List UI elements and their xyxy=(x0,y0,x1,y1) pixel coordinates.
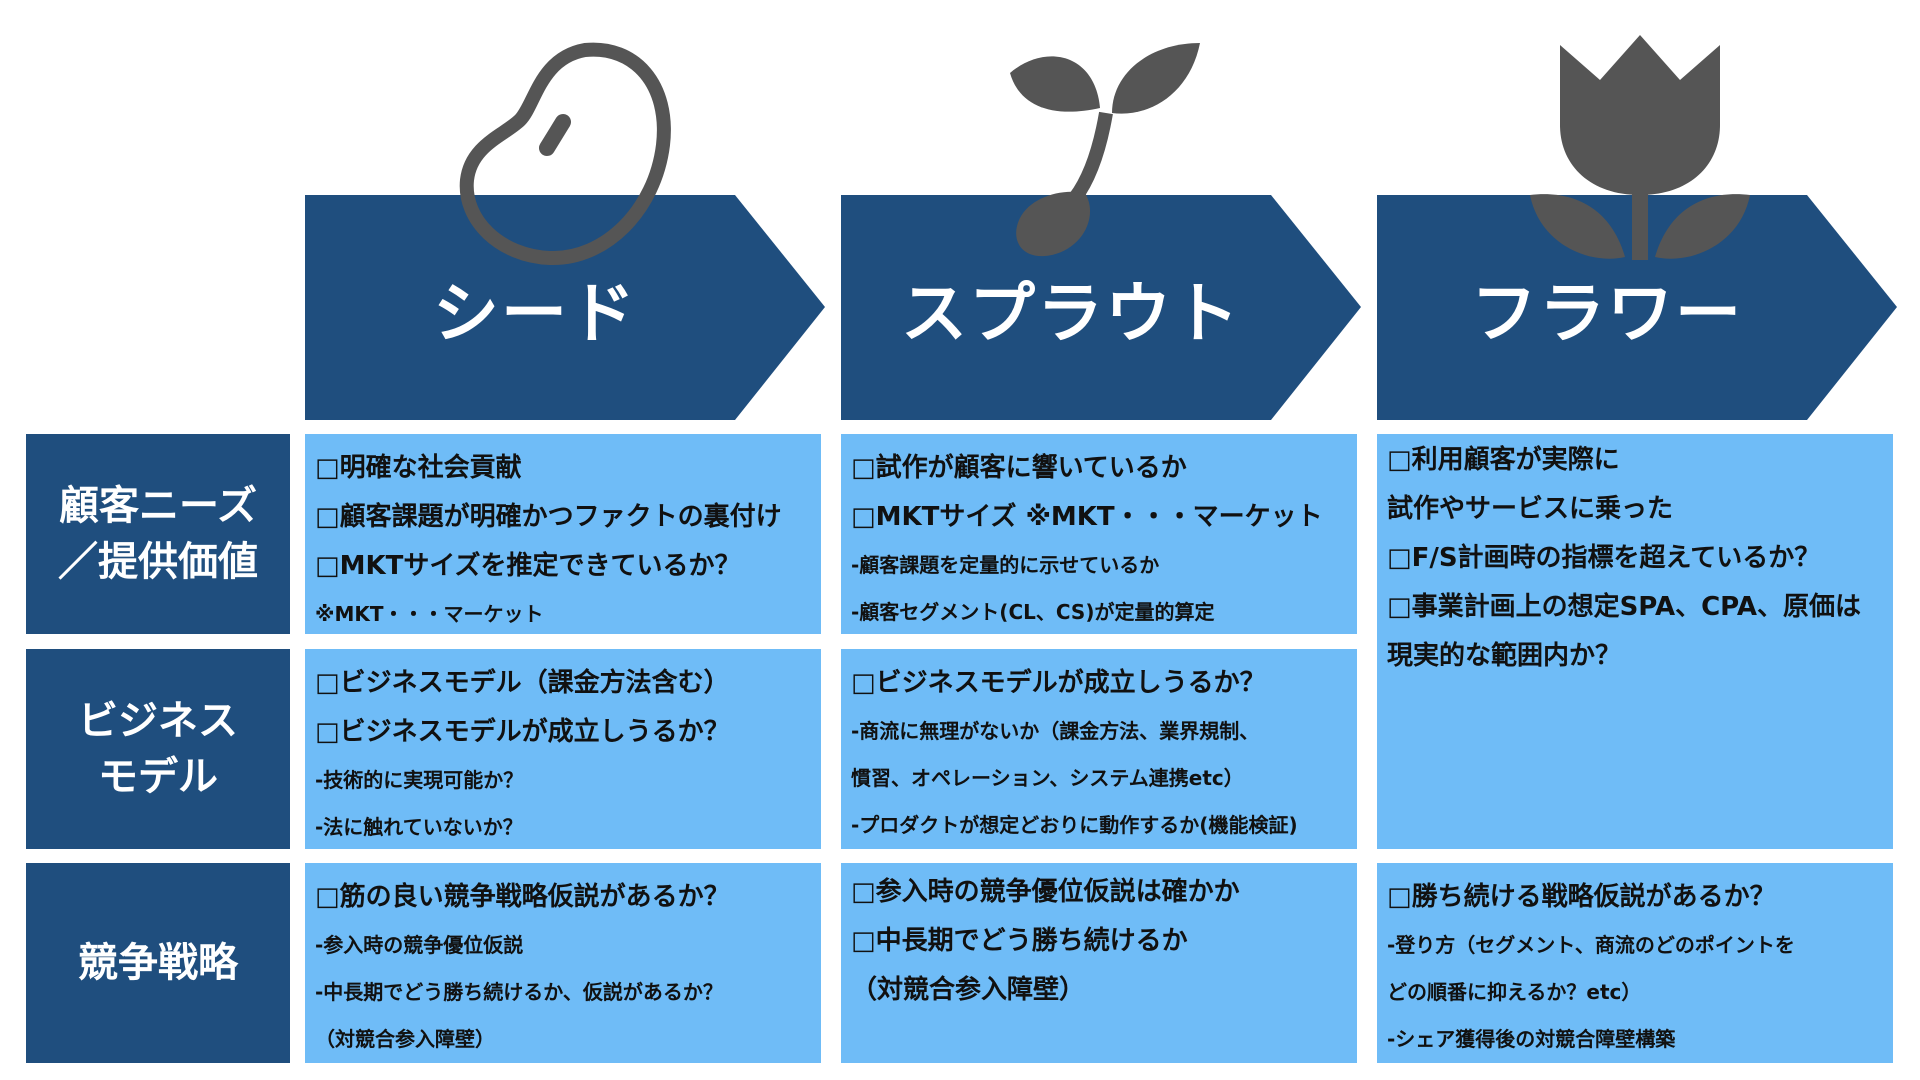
checklist-item: 試作やサービスに乗った xyxy=(1387,494,1674,524)
cell-seed-competition: □筋の良い競争戦略仮説があるか？ -参入時の競争優位仮説 -中長期でどう勝ち続け… xyxy=(305,863,821,1063)
checklist-item: □参入時の競争優位仮説は確かか xyxy=(851,877,1240,907)
checklist-item: □ビジネスモデル（課金方法含む） xyxy=(315,668,730,698)
cell-sprout-business: □ビジネスモデルが成立しうるか？ -商流に無理がないか（課金方法、業界規制、 慣… xyxy=(841,649,1357,849)
note-item: どの順番に抑えるか？etc） xyxy=(1387,980,1642,1004)
stage-title-seed: シード xyxy=(433,274,637,352)
row-header-business-model: ビジネス モデル xyxy=(26,649,290,849)
stage-title-sprout: スプラウト xyxy=(901,274,1241,352)
note-item: -登り方（セグメント、商流のどのポイントを xyxy=(1387,933,1795,957)
row-header-line: 競争戦略 xyxy=(78,940,238,986)
seed-icon xyxy=(459,42,671,266)
cell-seed-business: □ビジネスモデル（課金方法含む） □ビジネスモデルが成立しうるか？ -技術的に実… xyxy=(305,649,821,849)
checklist-item: □筋の良い競争戦略仮説があるか？ xyxy=(315,882,730,912)
flower-icon xyxy=(1530,35,1750,260)
cell-sprout-needs: □試作が顧客に響いているか □MKTサイズ ※MKT・・・マーケット -顧客課題… xyxy=(841,434,1357,634)
checklist-item: □利用顧客が実際に xyxy=(1387,445,1620,475)
stage-arrow-flower: フラワー xyxy=(1377,195,1897,420)
note-item: -顧客セグメント(CL、CS)が定量的算定 xyxy=(851,600,1215,624)
row-header-competitive-strategy: 競争戦略 xyxy=(26,863,290,1063)
checklist-item: 現実的な範囲内か？ xyxy=(1387,641,1622,671)
checklist-item: □ビジネスモデルが成立しうるか？ xyxy=(851,668,1266,698)
arrow-shape xyxy=(841,195,1361,420)
stage-arrow-seed: シード xyxy=(305,195,825,420)
note-item: -顧客課題を定量的に示せているか xyxy=(851,553,1160,577)
checklist-item: □ビジネスモデルが成立しうるか？ xyxy=(315,717,730,747)
checklist-item: □F/S計画時の指標を超えているか？ xyxy=(1387,543,1821,573)
note-item: ※MKT・・・マーケット xyxy=(315,602,544,626)
checklist-item: □事業計画上の想定SPA、CPA、原価は xyxy=(1387,592,1861,622)
row-header-line: 顧客ニーズ xyxy=(59,483,257,529)
checklist-item: □明確な社会貢献 xyxy=(315,453,522,483)
note-item: -法に触れていないか？ xyxy=(315,815,523,839)
checklist-item: （対競合参入障壁） xyxy=(851,975,1086,1005)
cell-sprout-competition: □参入時の競争優位仮説は確かか □中長期でどう勝ち続けるか （対競合参入障壁） xyxy=(841,863,1357,1063)
note-item: -シェア獲得後の対競合障壁構築 xyxy=(1387,1027,1676,1051)
note-item: （対競合参入障壁） xyxy=(315,1027,495,1051)
cell-flower-competition: □勝ち続ける戦略仮説があるか？ -登り方（セグメント、商流のどのポイントを どの… xyxy=(1377,863,1893,1063)
checklist-item: □顧客課題が明確かつファクトの裏付け xyxy=(315,502,782,532)
checklist-item: □中長期でどう勝ち続けるか xyxy=(851,926,1188,956)
arrow-shape xyxy=(305,195,825,420)
stage-arrow-sprout: スプラウト xyxy=(841,195,1361,420)
note-item: -参入時の競争優位仮説 xyxy=(315,933,524,957)
note-item: -中長期でどう勝ち続けるか、仮説があるか？ xyxy=(315,980,723,1004)
sprout-icon xyxy=(1010,43,1200,257)
checklist-item: □勝ち続ける戦略仮説があるか？ xyxy=(1387,882,1776,912)
row-header-line: ／提供価値 xyxy=(58,539,258,585)
checklist-item: □MKTサイズ ※MKT・・・マーケット xyxy=(851,502,1323,532)
note-item: 慣習、オペレーション、システム連携etc） xyxy=(851,766,1244,790)
row-header-line: モデル xyxy=(98,754,218,800)
cell-seed-needs: □明確な社会貢献 □顧客課題が明確かつファクトの裏付け □MKTサイズを推定でき… xyxy=(305,434,821,634)
note-item: -プロダクトが想定どおりに動作するか(機能検証) xyxy=(851,813,1298,837)
note-item: -技術的に実現可能か？ xyxy=(315,768,524,792)
arrow-shape xyxy=(1377,195,1897,420)
stage-title-flower: フラワー xyxy=(1471,274,1743,352)
checklist-item: □試作が顧客に響いているか xyxy=(851,453,1187,483)
cell-flower-needs-business: □利用顧客が実際に 試作やサービスに乗った □F/S計画時の指標を超えているか？… xyxy=(1377,434,1893,849)
row-header-line: ビジネス xyxy=(78,698,238,744)
note-item: -商流に無理がないか（課金方法、業界規制、 xyxy=(851,719,1260,743)
checklist-item: □MKTサイズを推定できているか？ xyxy=(315,551,741,581)
row-header-customer-needs: 顧客ニーズ ／提供価値 xyxy=(26,434,290,634)
